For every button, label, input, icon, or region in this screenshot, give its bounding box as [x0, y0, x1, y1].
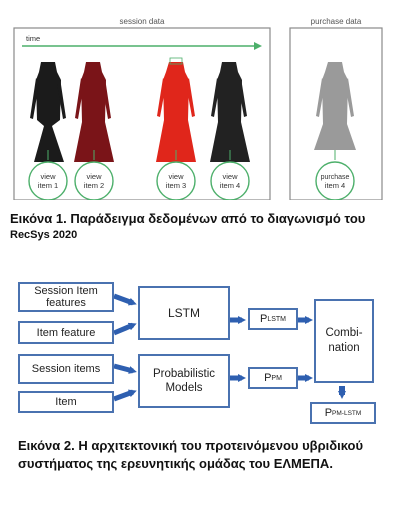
lstm-box: LSTM — [138, 286, 230, 340]
p-pm-main: P — [264, 372, 272, 384]
arrow-item-to-pm — [113, 389, 137, 402]
item-feature-label: Item feature — [36, 326, 96, 339]
p-lstm-sub: LSTM — [267, 315, 286, 323]
svg-text:item 2: item 2 — [84, 181, 104, 190]
p-pm-lstm-sub: PM-LSTM — [332, 409, 362, 417]
item-feature-box: Item feature — [18, 321, 114, 344]
time-arrow-head — [254, 42, 262, 50]
svg-text:view: view — [222, 172, 238, 181]
figure-1-caption-line1: Εικόνα 1. Παράδειγμα δεδομένων από το δι… — [10, 211, 366, 226]
figure-1-caption: Εικόνα 1. Παράδειγμα δεδομένων από το δι… — [10, 210, 395, 244]
dress-item-4 — [210, 62, 250, 162]
purchase-item-4-circle: purchase item 4 — [315, 161, 355, 200]
view-item-3-circle: view item 3 — [156, 161, 196, 200]
dress-item-3 — [156, 57, 196, 162]
svg-text:item 1: item 1 — [38, 181, 58, 190]
session-data-frame — [13, 27, 271, 200]
svg-text:item 3: item 3 — [166, 181, 186, 190]
dress-item-2 — [74, 62, 114, 162]
view-item-4-circle: view item 4 — [210, 161, 250, 200]
figure-1-session-data: session data purchase data time view — [13, 17, 383, 200]
svg-text:item 4: item 4 — [325, 181, 345, 190]
svg-text:view: view — [86, 172, 102, 181]
svg-text:purchase: purchase — [321, 174, 350, 181]
probabilistic-models-label: Probabilistic Models — [153, 368, 215, 394]
arrow-session-item-features-to-lstm — [113, 293, 137, 306]
combination-box: Combi-nation — [314, 299, 374, 383]
purchase-data-label: purchase data — [311, 17, 362, 26]
arrow-item-feature-to-lstm — [113, 322, 137, 336]
p-lstm-main: P — [259, 313, 268, 325]
session-data-label: session data — [120, 17, 165, 26]
svg-text:view: view — [168, 172, 184, 181]
p-pm-lstm-main: P — [324, 407, 333, 419]
item-label: Item — [55, 396, 77, 408]
figure-1-caption-line2: RecSys 2020 — [10, 229, 78, 241]
arrow-session-items-to-pm — [113, 363, 137, 374]
purchase-data-frame — [289, 27, 383, 200]
session-items-label: Session items — [31, 363, 101, 375]
svg-text:view: view — [40, 172, 56, 181]
item-box: Item — [18, 391, 114, 413]
figure-2-caption: Εικόνα 2. Η αρχιτεκτονική του προτεινόμε… — [18, 438, 364, 471]
p-pm-sub: PM — [271, 374, 282, 382]
combination-label: Combi-nation — [325, 327, 363, 354]
lstm-label: LSTM — [167, 306, 200, 320]
dress-purchase-item-4 — [314, 62, 356, 160]
probabilistic-models-box: Probabilistic Models — [138, 354, 230, 408]
session-item-features-box: Session Item features — [18, 282, 114, 312]
figure-2-arrows — [113, 293, 346, 402]
time-label: time — [26, 34, 40, 43]
svg-text:item 4: item 4 — [220, 181, 240, 190]
dress-item-1 — [30, 62, 66, 162]
view-item-2-circle: view item 2 — [74, 161, 114, 200]
view-item-1-circle: view item 1 — [28, 161, 68, 200]
session-items-box: Session items — [18, 354, 114, 384]
session-item-features-label: Session Item features — [34, 285, 98, 309]
